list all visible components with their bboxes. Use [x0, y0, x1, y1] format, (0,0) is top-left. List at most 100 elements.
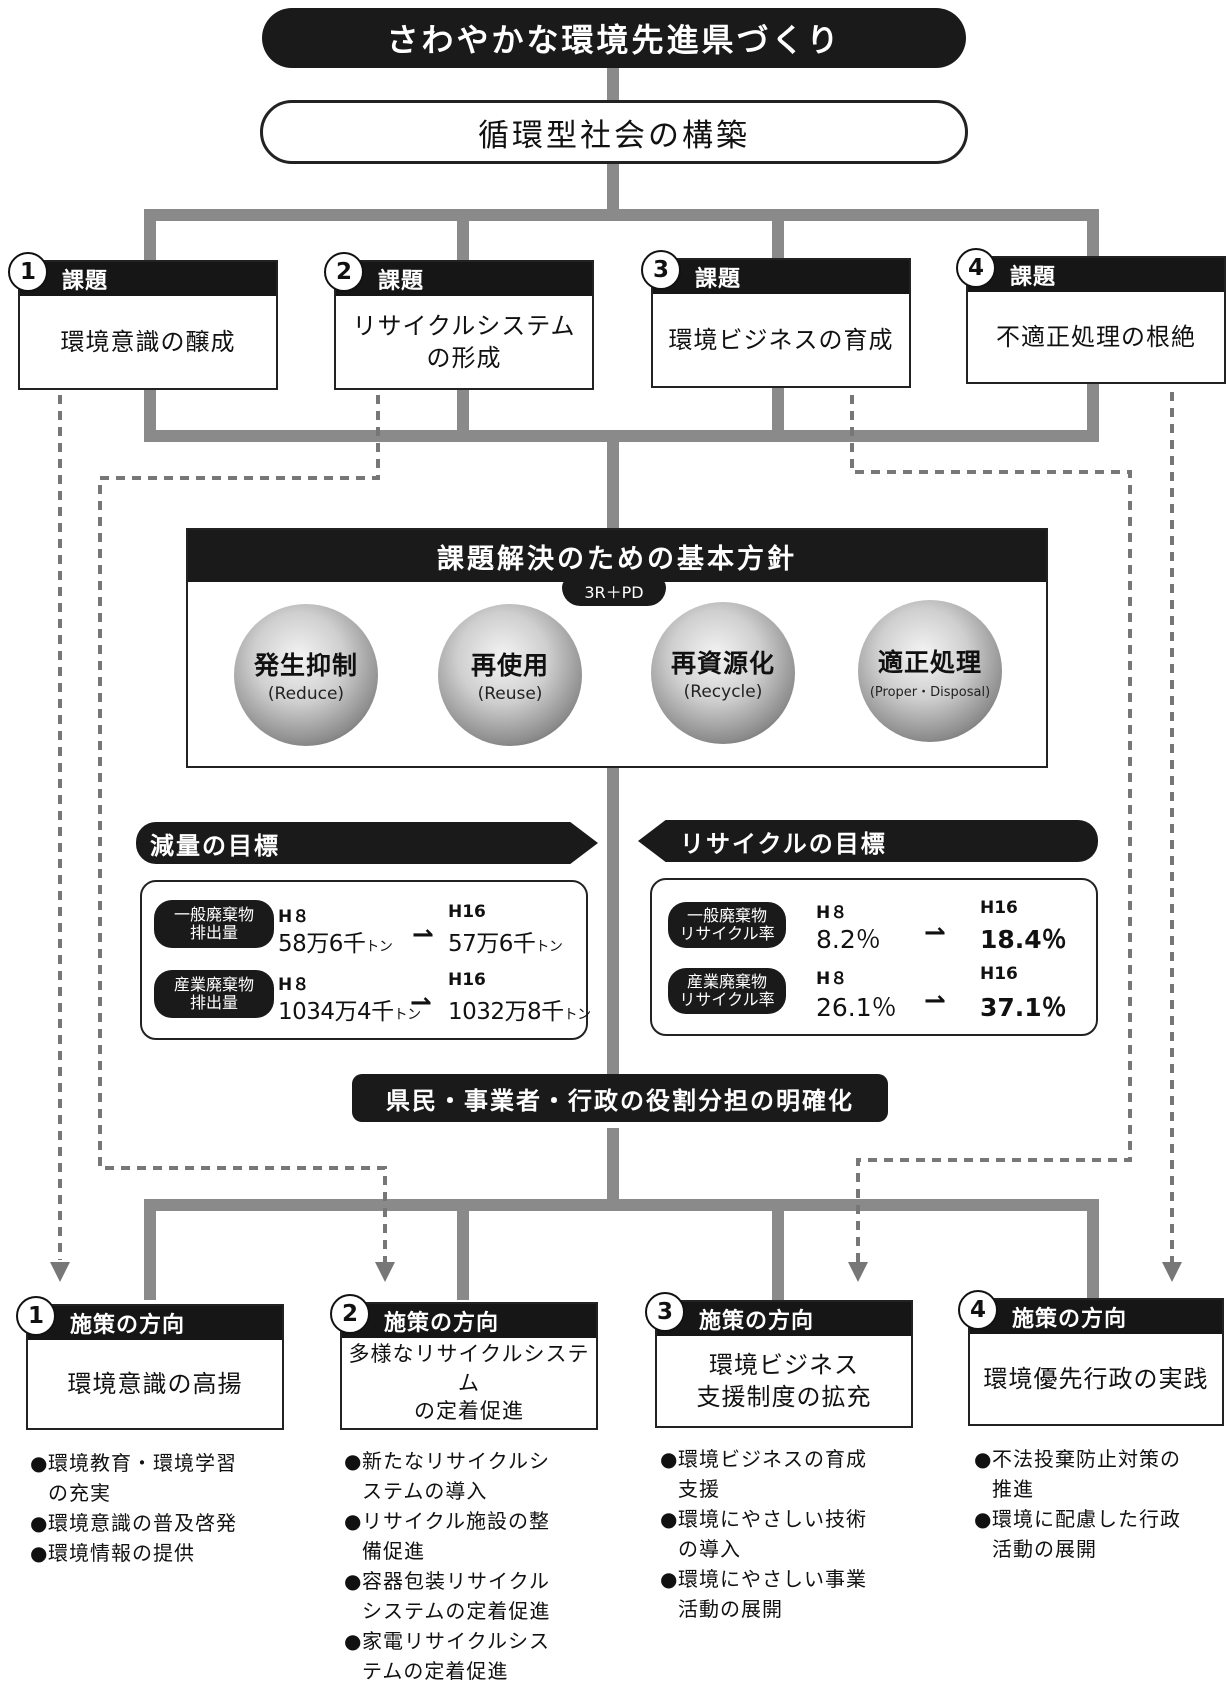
- recycling-general-year-from: H８: [816, 903, 848, 923]
- reduction-general-year-to: H16: [448, 902, 486, 922]
- recycling-industrial-year-from: H８: [816, 969, 848, 989]
- sphere-reduce-sub: (Reduce): [267, 684, 345, 704]
- direction-3: 施策の方向 3 環境ビジネス 支援制度の拡充: [645, 1292, 913, 1428]
- issue-1-text: 環境意識の醸成: [60, 327, 236, 356]
- recycling-tag-industrial: 産業廃棄物 リサイクル率: [668, 968, 786, 1014]
- reduction-general-arrow-icon: ⇀: [412, 920, 434, 950]
- bullet-item: ●環境にやさしい技術の導入: [660, 1507, 867, 1561]
- reduction-general-value-to-num: 57万6千: [448, 931, 536, 957]
- recycling-industrial-value-to: 37.1％: [980, 993, 1067, 1022]
- reduction-tag-industrial: 産業廃棄物 排出量: [154, 970, 274, 1018]
- recycling-general-year-to: H16: [980, 898, 1018, 918]
- sphere-reduce-label: 発生抑制: [253, 651, 358, 680]
- issue-1-number: 1: [8, 252, 48, 292]
- recycling-industrial-value-from: 26.1％: [816, 993, 897, 1022]
- issue-2-head: 課題: [336, 262, 592, 296]
- main-title: さわやかな環境先進県づくり: [262, 8, 966, 68]
- reduction-general-year-from: H８: [278, 907, 310, 927]
- direction-4-head: 施策の方向: [970, 1300, 1222, 1334]
- reduction-industrial-arrow-icon: ⇀: [410, 988, 432, 1018]
- reduction-general-value-to-unit: トン: [535, 939, 563, 955]
- direction-4-bullets: ●不法投棄防止対策の推進 ●環境に配慮した行政活動の展開: [974, 1444, 1224, 1564]
- bullet-item: ●環境情報の提供: [30, 1541, 195, 1565]
- bullet-item: ●環境にやさしい事業活動の展開: [660, 1567, 867, 1621]
- recycling-general-value-from: 8.2％: [816, 925, 881, 954]
- reduction-industrial-value-to-unit: トン: [563, 1007, 592, 1023]
- direction-3-bullets: ●環境ビジネスの育成支援 ●環境にやさしい技術の導入 ●環境にやさしい事業活動の…: [660, 1444, 920, 1624]
- direction-3-head: 施策の方向: [657, 1302, 911, 1336]
- sphere-proper-disposal-label: 適正処理: [877, 647, 982, 677]
- reduction-industrial-value-to: 1032万8千トン: [448, 992, 591, 1026]
- sphere-recycle-sub: (Recycle): [683, 682, 763, 702]
- 3r-pd-badge: 3R＋PD: [562, 576, 666, 606]
- reduction-general-value-to: 57万6千トン: [448, 924, 563, 958]
- reduction-banner: 減量の目標: [136, 822, 598, 864]
- reduction-tag-general-line2: 排出量: [189, 923, 238, 942]
- issue-3-number: 3: [641, 250, 681, 290]
- sphere-reuse: 再使用 (Reuse): [438, 604, 582, 746]
- issue-2-text: リサイクルシステム の形成: [336, 296, 592, 388]
- issue-3-text: 環境ビジネスの育成: [668, 325, 894, 354]
- subtitle: 循環型社会の構築: [260, 100, 968, 164]
- reduction-tag-general: 一般廃棄物 排出量: [154, 900, 274, 948]
- direction-1-bullets: ●環境教育・環境学習の充実 ●環境意識の普及啓発 ●環境情報の提供: [30, 1448, 290, 1568]
- direction-3-line1: 環境ビジネス: [709, 1350, 859, 1379]
- reduction-industrial-value-from-num: 1034万4千: [278, 999, 394, 1025]
- recycling-general-arrow-icon: ⇀: [924, 918, 946, 948]
- reduction-tag-industrial-line2: 排出量: [189, 993, 238, 1012]
- recycling-tag-industrial-line1: 産業廃棄物: [686, 972, 767, 991]
- issue-1: 課題 1 環境意識の醸成: [8, 252, 278, 390]
- reduction-target-box: 一般廃棄物 排出量 H８ 58万6千トン ⇀ H16 57万6千トン 産業廃棄物…: [140, 880, 591, 1040]
- direction-2-bullets: ●新たなリサイクルシステムの導入 ●リサイクル施設の整備促進 ●容器包装リサイク…: [344, 1446, 604, 1686]
- bullet-item: ●新たなリサイクルシステムの導入: [344, 1449, 550, 1503]
- issue-4-number: 4: [956, 248, 996, 288]
- recycling-tag-general-line2: リサイクル率: [679, 924, 775, 943]
- issue-4: 課題 4 不適正処理の根絶: [956, 248, 1226, 384]
- bullet-item: ●不法投棄防止対策の推進: [974, 1447, 1181, 1501]
- sphere-proper-disposal: 適正処理 (Proper・Disposal): [858, 600, 1002, 742]
- direction-3-line2: 支援制度の拡充: [696, 1383, 872, 1411]
- direction-4: 施策の方向 4 環境優先行政の実践: [958, 1290, 1224, 1426]
- direction-2-text: 多様なリサイクルシステム の定着促進: [342, 1338, 596, 1428]
- direction-2-line2: の定着促進: [414, 1399, 524, 1424]
- reduction-industrial-value-to-num: 1032万8千: [448, 999, 564, 1025]
- recycling-general-value-to: 18.4％: [980, 925, 1067, 954]
- roles-banner: 県民・事業者・行政の役割分担の明確化: [352, 1074, 888, 1122]
- recycling-industrial-year-to: H16: [980, 964, 1018, 984]
- reduction-industrial-value-from: 1034万4千トン: [278, 992, 421, 1026]
- direction-2-line1: 多様なリサイクルシステム: [348, 1342, 590, 1395]
- issue-2: 課題 2 リサイクルシステム の形成: [324, 252, 594, 390]
- direction-1: 施策の方向 1 環境意識の高揚: [16, 1296, 284, 1430]
- sphere-recycle: 再資源化 (Recycle): [651, 602, 795, 744]
- bullet-item: ●容器包装リサイクルシステムの定着促進: [344, 1569, 551, 1623]
- reduction-industrial-value-from-unit: トン: [393, 1007, 422, 1023]
- reduction-tag-industrial-line1: 産業廃棄物: [173, 975, 254, 994]
- issue-3: 課題 3 環境ビジネスの育成: [641, 250, 911, 388]
- bullet-item: ●環境に配慮した行政活動の展開: [974, 1507, 1181, 1561]
- basic-policy-title: 課題解決のための基本方針: [188, 530, 1046, 582]
- bullet-item: ●家電リサイクルシステムの定着促進: [344, 1629, 550, 1683]
- reduction-general-value-from: 58万6千トン: [278, 924, 393, 958]
- sphere-reuse-sub: (Reuse): [477, 684, 543, 704]
- bullet-item: ●環境教育・環境学習の充実: [30, 1451, 237, 1505]
- sphere-recycle-label: 再資源化: [670, 649, 775, 678]
- recycling-tag-general: 一般廃棄物 リサイクル率: [668, 902, 786, 948]
- direction-3-text: 環境ビジネス 支援制度の拡充: [657, 1336, 911, 1426]
- direction-1-head: 施策の方向: [28, 1306, 282, 1340]
- issue-3-head: 課題: [653, 260, 909, 294]
- direction-4-number: 4: [958, 1290, 998, 1330]
- recycling-industrial-arrow-icon: ⇀: [924, 986, 946, 1016]
- sphere-reuse-label: 再使用: [470, 651, 549, 680]
- issue-2-line2: の形成: [426, 344, 502, 372]
- direction-4-text: 環境優先行政の実践: [983, 1364, 1209, 1393]
- recycling-target-box: 一般廃棄物 リサイクル率 H８ 8.2％ ⇀ H16 18.4％ 産業廃棄物 リ…: [650, 878, 1098, 1036]
- direction-1-number: 1: [16, 1296, 56, 1336]
- recycling-tag-industrial-line2: リサイクル率: [679, 990, 775, 1009]
- issue-2-line1: リサイクルシステム: [352, 311, 576, 340]
- reduction-tag-general-line1: 一般廃棄物: [173, 905, 254, 924]
- direction-2-head: 施策の方向: [342, 1304, 596, 1338]
- bullet-item: ●環境意識の普及啓発: [30, 1511, 237, 1535]
- direction-2: 施策の方向 2 多様なリサイクルシステム の定着促進: [330, 1294, 598, 1430]
- reduction-general-value-from-num: 58万6千: [278, 931, 366, 957]
